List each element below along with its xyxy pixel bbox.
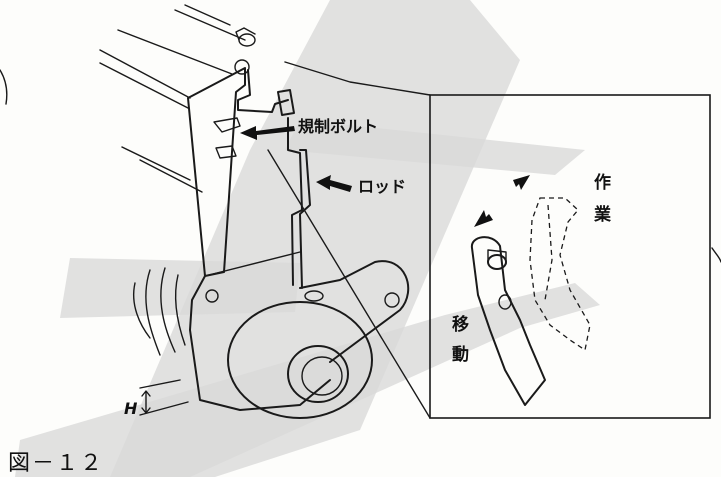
crank-hole bbox=[384, 292, 400, 308]
regulating-bolt bbox=[277, 89, 295, 116]
edge-mark-left bbox=[0, 69, 8, 105]
rod-arrow bbox=[316, 175, 352, 192]
height-marker: H bbox=[124, 379, 189, 418]
rod-upper bbox=[287, 117, 303, 286]
rod-lower bbox=[299, 149, 311, 289]
housing-line-2 bbox=[99, 49, 191, 99]
hose-1 bbox=[145, 269, 161, 356]
watermark-stripe-upper-right bbox=[285, 120, 585, 175]
bracket-link bbox=[237, 69, 289, 113]
crank-arm bbox=[299, 260, 410, 363]
housing-line-4 bbox=[121, 146, 191, 181]
drum-core bbox=[301, 356, 343, 396]
inset-pin-top bbox=[487, 254, 507, 270]
label-move-1: 移 bbox=[452, 314, 469, 335]
bolt-callout: 規制ボルト bbox=[240, 117, 378, 140]
housing-line-5 bbox=[139, 159, 203, 193]
height-line-top bbox=[139, 379, 181, 389]
label-work-2: 業 bbox=[594, 204, 611, 225]
inset-leader-top bbox=[284, 61, 431, 96]
edge-mark-right bbox=[711, 247, 721, 263]
lower-housing-top bbox=[204, 251, 301, 277]
rod-label: ロッド bbox=[358, 177, 406, 196]
watermark bbox=[15, 0, 600, 477]
top-bolt-circle bbox=[234, 59, 250, 75]
watermark-stripe-mid bbox=[60, 258, 300, 318]
crank-slot bbox=[304, 290, 324, 302]
figure-caption: 図－１２ bbox=[8, 451, 104, 476]
height-arrow bbox=[141, 390, 151, 414]
bolt-label: 規制ボルト bbox=[298, 117, 378, 136]
housing-line-3 bbox=[99, 62, 189, 109]
bracket-inner bbox=[213, 117, 241, 133]
inset-lever-dashed-2 bbox=[544, 204, 553, 301]
inset-leader-bottom bbox=[267, 149, 431, 419]
inset-pin-body bbox=[487, 249, 507, 265]
top-pin-body bbox=[235, 27, 256, 41]
hose-4 bbox=[133, 282, 151, 339]
watermark-stripe-lower bbox=[15, 283, 600, 477]
inset-pin-lower bbox=[498, 294, 512, 310]
inset-lever-dashed bbox=[529, 197, 591, 352]
hose-2 bbox=[160, 267, 176, 353]
housing-line-top bbox=[117, 29, 233, 75]
inset-frame bbox=[429, 94, 711, 419]
drum-inner bbox=[287, 345, 349, 403]
hose-3 bbox=[174, 274, 186, 346]
drum-outer bbox=[227, 301, 373, 419]
housing-hole bbox=[205, 289, 219, 303]
housing-line-6 bbox=[174, 9, 246, 41]
height-label: H bbox=[124, 399, 138, 418]
height-line-bottom bbox=[139, 401, 189, 416]
label-work-1: 作 bbox=[594, 172, 611, 193]
bracket-lower bbox=[215, 145, 237, 159]
rod-callout: ロッド bbox=[316, 175, 406, 196]
top-pin bbox=[238, 33, 256, 47]
bolt-arrow bbox=[240, 126, 295, 140]
inset-detail: 作 業 移 動 bbox=[429, 94, 711, 419]
inset-lever-solid bbox=[470, 236, 546, 406]
label-move-2: 動 bbox=[452, 344, 469, 365]
inset-double-arrow bbox=[474, 175, 530, 227]
watermark-stripe-top bbox=[110, 0, 520, 477]
housing-line-7 bbox=[184, 4, 231, 26]
lower-housing bbox=[189, 275, 331, 411]
machine-body bbox=[99, 4, 410, 419]
